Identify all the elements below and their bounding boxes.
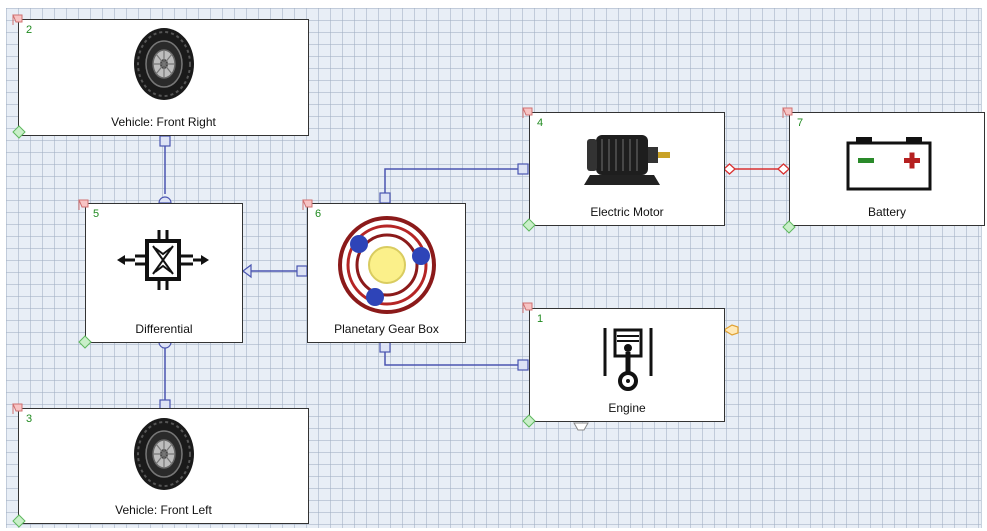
red-flag-icon [12, 403, 23, 414]
engine-output-port[interactable] [722, 324, 739, 336]
red-flag-icon [522, 107, 533, 118]
block-number: 7 [797, 117, 804, 129]
wire-gearbox-motor[interactable] [379, 163, 529, 204]
block-number: 3 [26, 413, 33, 425]
green-diamond-icon [782, 220, 796, 234]
tire-icon [134, 28, 194, 100]
green-diamond-icon [522, 218, 536, 232]
block-label: Planetary Gear Box [334, 322, 439, 336]
block-number: 2 [26, 24, 33, 36]
block-vehicle-front-right[interactable]: 2 Vehicle: Front Right [18, 19, 309, 136]
wire-motor-battery[interactable] [723, 163, 790, 175]
block-label: Engine [608, 401, 646, 415]
red-flag-icon [78, 199, 89, 210]
block-battery[interactable]: 7 Battery [789, 112, 985, 226]
battery-icon [846, 137, 932, 191]
wire-gearbox-differential[interactable] [242, 263, 308, 279]
block-label: Differential [135, 322, 193, 336]
red-flag-icon [522, 302, 533, 313]
wire-front-right-differential[interactable] [158, 135, 172, 204]
block-differential[interactable]: 5 Differential [85, 203, 243, 343]
block-vehicle-front-left[interactable]: 3 Vehicle: Front Left [18, 408, 309, 524]
block-label: Battery [867, 205, 906, 219]
block-planetary-gear-box[interactable]: 6 Planetary Gear Box [307, 203, 466, 343]
red-flag-icon [302, 199, 313, 210]
green-diamond-icon [522, 414, 536, 428]
block-label: Electric Motor [590, 205, 664, 219]
tire-icon [134, 418, 194, 490]
red-flag-icon [12, 14, 23, 25]
differential-icon [117, 230, 209, 290]
electric-motor-icon [584, 135, 670, 185]
planetary-gear-icon [338, 216, 436, 314]
block-electric-motor[interactable]: 4 Electric Motor [529, 112, 725, 226]
wire-gearbox-engine[interactable] [379, 341, 529, 371]
block-number: 4 [537, 117, 544, 129]
block-number: 5 [93, 208, 100, 220]
green-diamond-icon [12, 514, 26, 528]
engine-bottom-port[interactable] [573, 422, 589, 431]
block-number: 6 [315, 208, 322, 220]
green-diamond-icon [78, 335, 92, 349]
green-diamond-icon [12, 125, 26, 139]
block-engine[interactable]: 1 Engine [529, 308, 725, 422]
red-flag-icon [782, 107, 793, 118]
wire-differential-front-left[interactable] [158, 341, 172, 411]
engine-piston-icon [603, 328, 653, 391]
block-label: Vehicle: Front Right [111, 115, 216, 129]
block-label: Vehicle: Front Left [115, 503, 212, 517]
block-number: 1 [537, 313, 544, 325]
